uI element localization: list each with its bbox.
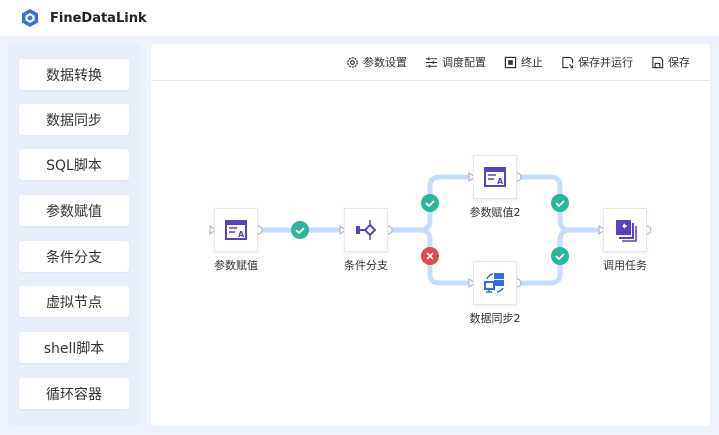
node-param-assign-2[interactable]: A: [473, 155, 517, 199]
logo-icon: [22, 9, 38, 27]
save-label: 保存: [668, 56, 690, 69]
schedule-config-button[interactable]: 调度配置: [425, 54, 486, 70]
palette-item-shell-script[interactable]: shell脚本: [19, 332, 129, 363]
palette-item-data-transform[interactable]: 数据转换: [19, 59, 129, 90]
node-param-assign[interactable]: A: [214, 208, 258, 252]
stop-button[interactable]: 终止: [504, 54, 543, 70]
save-and-run-label: 保存并运行: [578, 56, 633, 69]
node-label: 调用任务: [603, 259, 647, 272]
palette-item-loop-container[interactable]: 循环容器: [19, 378, 129, 409]
node-data-sync-2[interactable]: [473, 261, 517, 305]
param-settings-label: 参数设置: [363, 56, 407, 69]
data-sync-icon: [484, 273, 504, 293]
call-task-icon: [616, 220, 637, 242]
node-label: 数据同步2: [469, 312, 521, 325]
palette-item-sql-script[interactable]: SQL脚本: [19, 149, 129, 180]
success-check-icon: [291, 221, 309, 239]
node-condition-branch[interactable]: [344, 208, 388, 252]
node-label: 条件分支: [344, 259, 388, 272]
palette-item-virtual-node[interactable]: 虚拟节点: [19, 286, 129, 317]
svg-text:A: A: [497, 177, 504, 186]
status-badges: [291, 194, 569, 265]
app-header: FineDataLink: [0, 0, 719, 36]
stop-label: 终止: [521, 56, 543, 69]
save-button[interactable]: 保存: [651, 54, 690, 70]
success-check-icon: [551, 194, 569, 212]
param-assign-icon: A: [225, 220, 247, 240]
toolbar: 参数设置 调度配置 终止 保存并运行 保存: [151, 44, 710, 81]
param-assign-icon: A: [484, 167, 506, 187]
branch-icon: [356, 220, 377, 240]
svg-text:A: A: [238, 230, 245, 239]
schedule-config-label: 调度配置: [442, 56, 486, 69]
sliders-icon: [425, 56, 438, 68]
save-and-run-button[interactable]: 保存并运行: [561, 54, 633, 70]
palette-item-condition-branch[interactable]: 条件分支: [19, 241, 129, 272]
success-check-icon: [421, 194, 439, 212]
node-palette: 数据转换 数据同步 SQL脚本 参数赋值 条件分支 虚拟节点 shell脚本 循…: [8, 44, 140, 426]
param-settings-button[interactable]: 参数设置: [346, 54, 407, 70]
save-icon: [652, 56, 664, 68]
success-check-icon: [551, 247, 569, 265]
stop-icon: [504, 56, 517, 68]
node-label: 参数赋值: [214, 259, 258, 272]
gear-icon: [347, 56, 358, 68]
app-title: FineDataLink: [50, 10, 147, 26]
save-run-icon: [562, 56, 574, 68]
palette-item-param-assign[interactable]: 参数赋值: [19, 195, 129, 226]
fail-x-icon: [421, 247, 439, 265]
node-label: 参数赋值2: [469, 206, 521, 219]
node-call-task[interactable]: [603, 208, 647, 252]
palette-item-data-sync[interactable]: 数据同步: [19, 104, 129, 135]
